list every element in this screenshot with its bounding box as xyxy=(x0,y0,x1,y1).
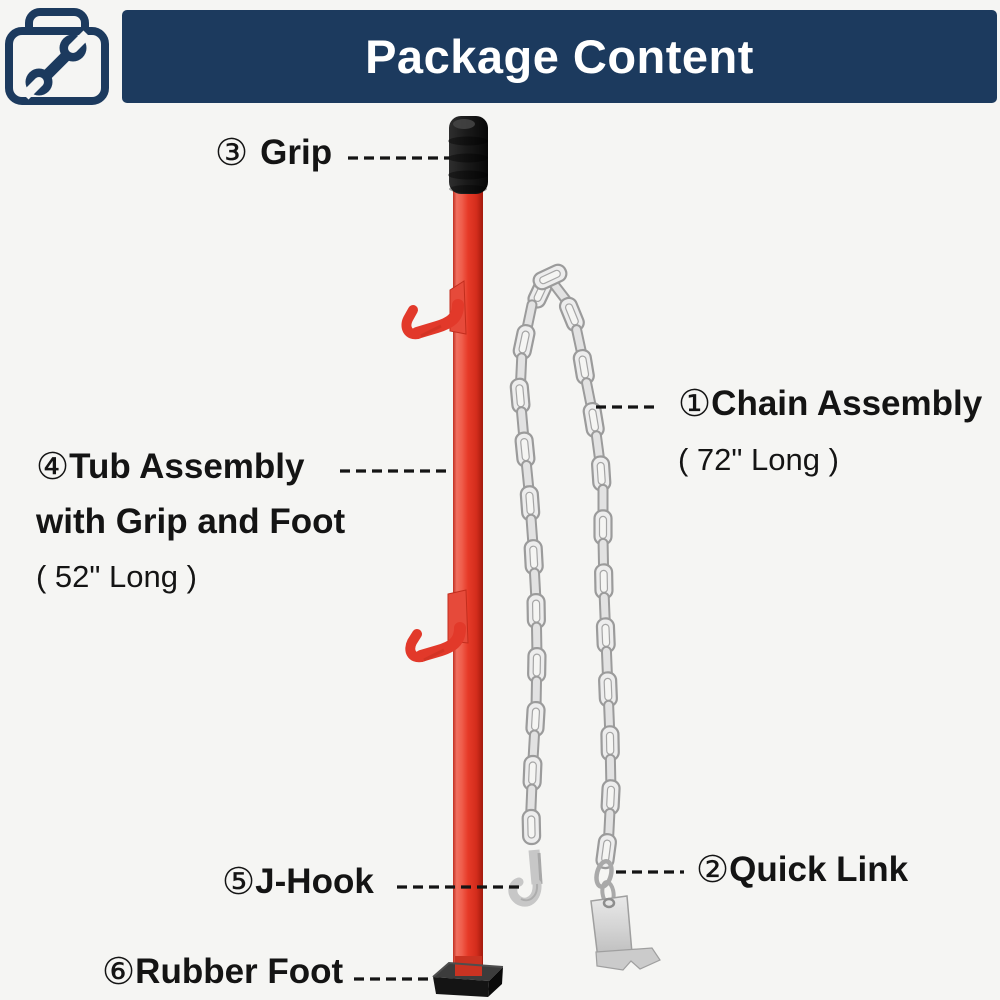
chain-links xyxy=(509,273,621,870)
header-bar: Package Content xyxy=(122,10,997,103)
label-rubber-foot-name: Rubber Foot xyxy=(135,952,344,991)
chain-apex-link xyxy=(532,263,568,291)
tub-bracket-graphic xyxy=(590,880,661,971)
leader-lines xyxy=(340,156,684,981)
label-quick-link: ②Quick Link xyxy=(696,849,908,892)
label-j-hook-name: J-Hook xyxy=(255,862,374,901)
label-tub-note: ( 52" Long ) xyxy=(36,558,197,594)
chain-graphic xyxy=(509,263,621,870)
lower-tub-hook-graphic xyxy=(405,589,469,663)
label-chain-number: ① xyxy=(678,383,712,424)
label-tub-assembly: ④Tub Assembly with Grip and Foot ( 52" L… xyxy=(36,446,345,594)
label-grip: ③ Grip xyxy=(215,132,332,175)
page-title: Package Content xyxy=(365,30,754,83)
label-quick-link-number: ② xyxy=(696,849,730,890)
label-chain-note: ( 72" Long ) xyxy=(678,441,839,477)
label-tub-name-line2: with Grip and Foot xyxy=(36,501,346,541)
j-hook-graphic xyxy=(508,849,543,907)
upper-tub-hook-graphic xyxy=(401,280,467,340)
label-j-hook: ⑤J-Hook xyxy=(222,861,374,904)
label-j-hook-number: ⑤ xyxy=(222,861,256,902)
label-tub-number: ④ xyxy=(36,446,70,487)
label-quick-link-name: Quick Link xyxy=(729,850,909,889)
label-grip-number: ③ xyxy=(215,132,249,173)
label-chain-assembly: ①Chain Assembly ( 72" Long ) xyxy=(678,383,982,477)
toolbox-wrench-icon xyxy=(2,4,112,108)
label-rubber-foot-number: ⑥ xyxy=(102,951,136,992)
label-tub-name: Tub Assembly xyxy=(69,447,305,486)
label-chain-name: Chain Assembly xyxy=(711,384,983,423)
rubber-foot-graphic xyxy=(432,956,504,997)
label-grip-name: Grip xyxy=(260,133,333,172)
wrench-glyph xyxy=(21,30,91,100)
grip-graphic xyxy=(448,116,488,194)
label-rubber-foot: ⑥Rubber Foot xyxy=(102,951,343,994)
